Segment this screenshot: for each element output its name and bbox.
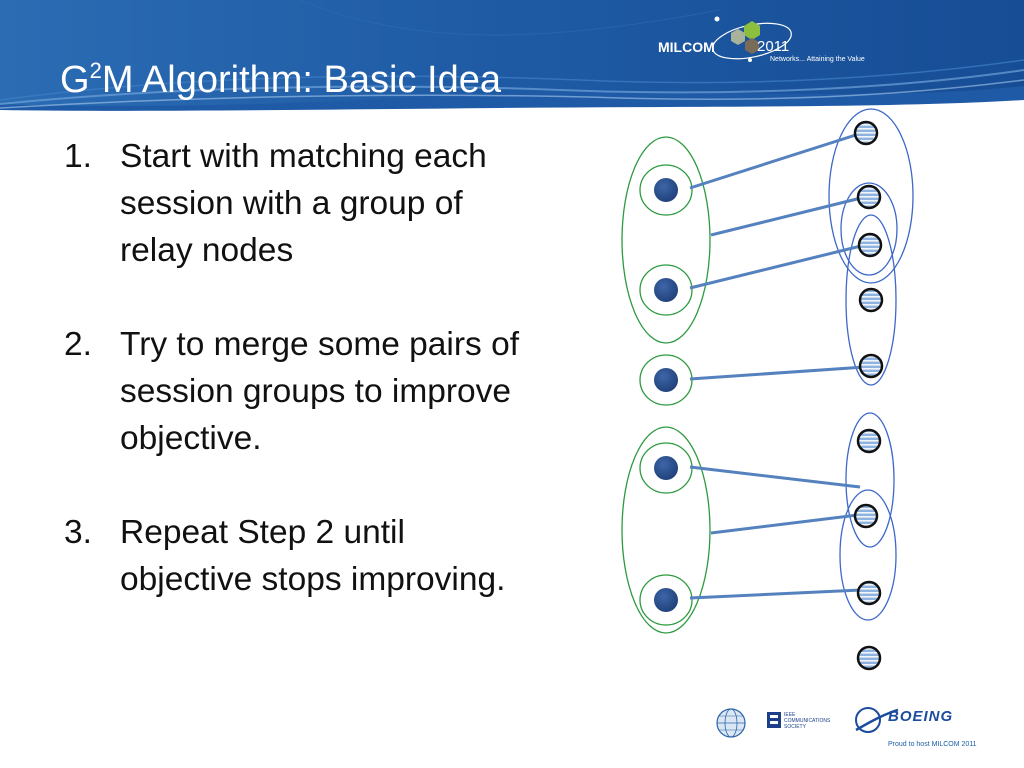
ieee-line: SOCIETY: [784, 724, 806, 730]
title-main: G: [60, 59, 90, 101]
step-text: Start with matching each session with a …: [120, 138, 487, 269]
relay-link: [689, 588, 862, 600]
sponsor-logo-graphics: [716, 707, 899, 738]
relay-node: [858, 287, 884, 313]
step-item: 3. Repeat Step 2 until objective stops i…: [64, 509, 534, 603]
session-group-ellipse: [621, 426, 711, 634]
slide-header: MILCOM 2011 Networks... Attaining the Va…: [0, 0, 1024, 112]
ieee-line: IEEE: [784, 712, 796, 718]
step-number: 1.: [64, 138, 92, 175]
step-text: Repeat Step 2 until objective stops impr…: [120, 514, 506, 598]
step-item: 2. Try to merge some pairs of session gr…: [64, 321, 534, 462]
session-node: [654, 456, 678, 480]
session-group-ellipse: [621, 136, 711, 344]
title-superscript: 2: [89, 58, 102, 83]
afcea-globe-icon: [716, 708, 746, 738]
ieee-line: COMMUNICATIONS: [784, 718, 831, 724]
milcom-logo: [712, 16, 792, 62]
session-group-ellipses: [621, 136, 711, 634]
session-node: [654, 278, 678, 302]
relay-node: [853, 120, 879, 146]
header-wave-background: [0, 0, 1024, 112]
session-node: [654, 588, 678, 612]
relay-node: [858, 353, 884, 379]
relay-node: [856, 428, 882, 454]
session-ellipse: [639, 574, 693, 626]
relay-group-ellipse: [845, 214, 897, 386]
ieee-comsoc-text: IEEE COMMUNICATIONS SOCIETY: [784, 712, 830, 730]
relay-group-ellipse: [839, 489, 897, 621]
relay-group-ellipse: [845, 412, 895, 548]
session-nodes: [654, 178, 678, 612]
relay-nodes: [853, 120, 884, 671]
relay-node: [856, 580, 882, 606]
relay-node: [856, 645, 882, 671]
relay-node: [853, 503, 879, 529]
boeing-logo-icon: [855, 707, 899, 733]
milcom-tagline: Networks... Attaining the Value: [770, 56, 865, 63]
relay-link: [689, 465, 861, 489]
milcom-logo-text: MILCOM: [658, 39, 715, 55]
boeing-logo-text: BOEING: [888, 708, 954, 725]
ieee-comsoc-icon: [767, 712, 781, 728]
relay-link: [689, 365, 866, 381]
session-node: [654, 178, 678, 202]
step-number: 3.: [64, 514, 92, 551]
step-item: 1. Start with matching each session with…: [64, 133, 534, 274]
session-ellipse: [639, 164, 693, 216]
relay-group-ellipses: [828, 108, 914, 621]
relay-link: [689, 243, 866, 290]
relay-link: [689, 131, 863, 190]
relay-links: [689, 131, 866, 600]
relay-link: [710, 195, 866, 237]
footer-note: Proud to host MILCOM 2011: [888, 741, 977, 748]
relay-group-ellipse: [828, 108, 914, 284]
algorithm-steps-list: 1. Start with matching each session with…: [64, 133, 534, 650]
step-text: Try to merge some pairs of session group…: [120, 326, 520, 457]
relay-link: [710, 513, 859, 535]
sponsor-logos: IEEE COMMUNICATIONS SOCIETY BOEING Proud…: [700, 700, 1024, 760]
relay-group-ellipse: [840, 182, 898, 276]
session-ellipse: [639, 264, 693, 316]
slide-title: G2M Algorithm: Basic Idea: [60, 58, 501, 102]
relay-node: [856, 184, 882, 210]
step-number: 2.: [64, 326, 92, 363]
session-node: [654, 368, 678, 392]
relay-node: [857, 232, 883, 258]
milcom-year: 2011: [757, 38, 790, 55]
title-rest: M Algorithm: Basic Idea: [101, 59, 501, 101]
grouping-diagram: [621, 108, 914, 671]
